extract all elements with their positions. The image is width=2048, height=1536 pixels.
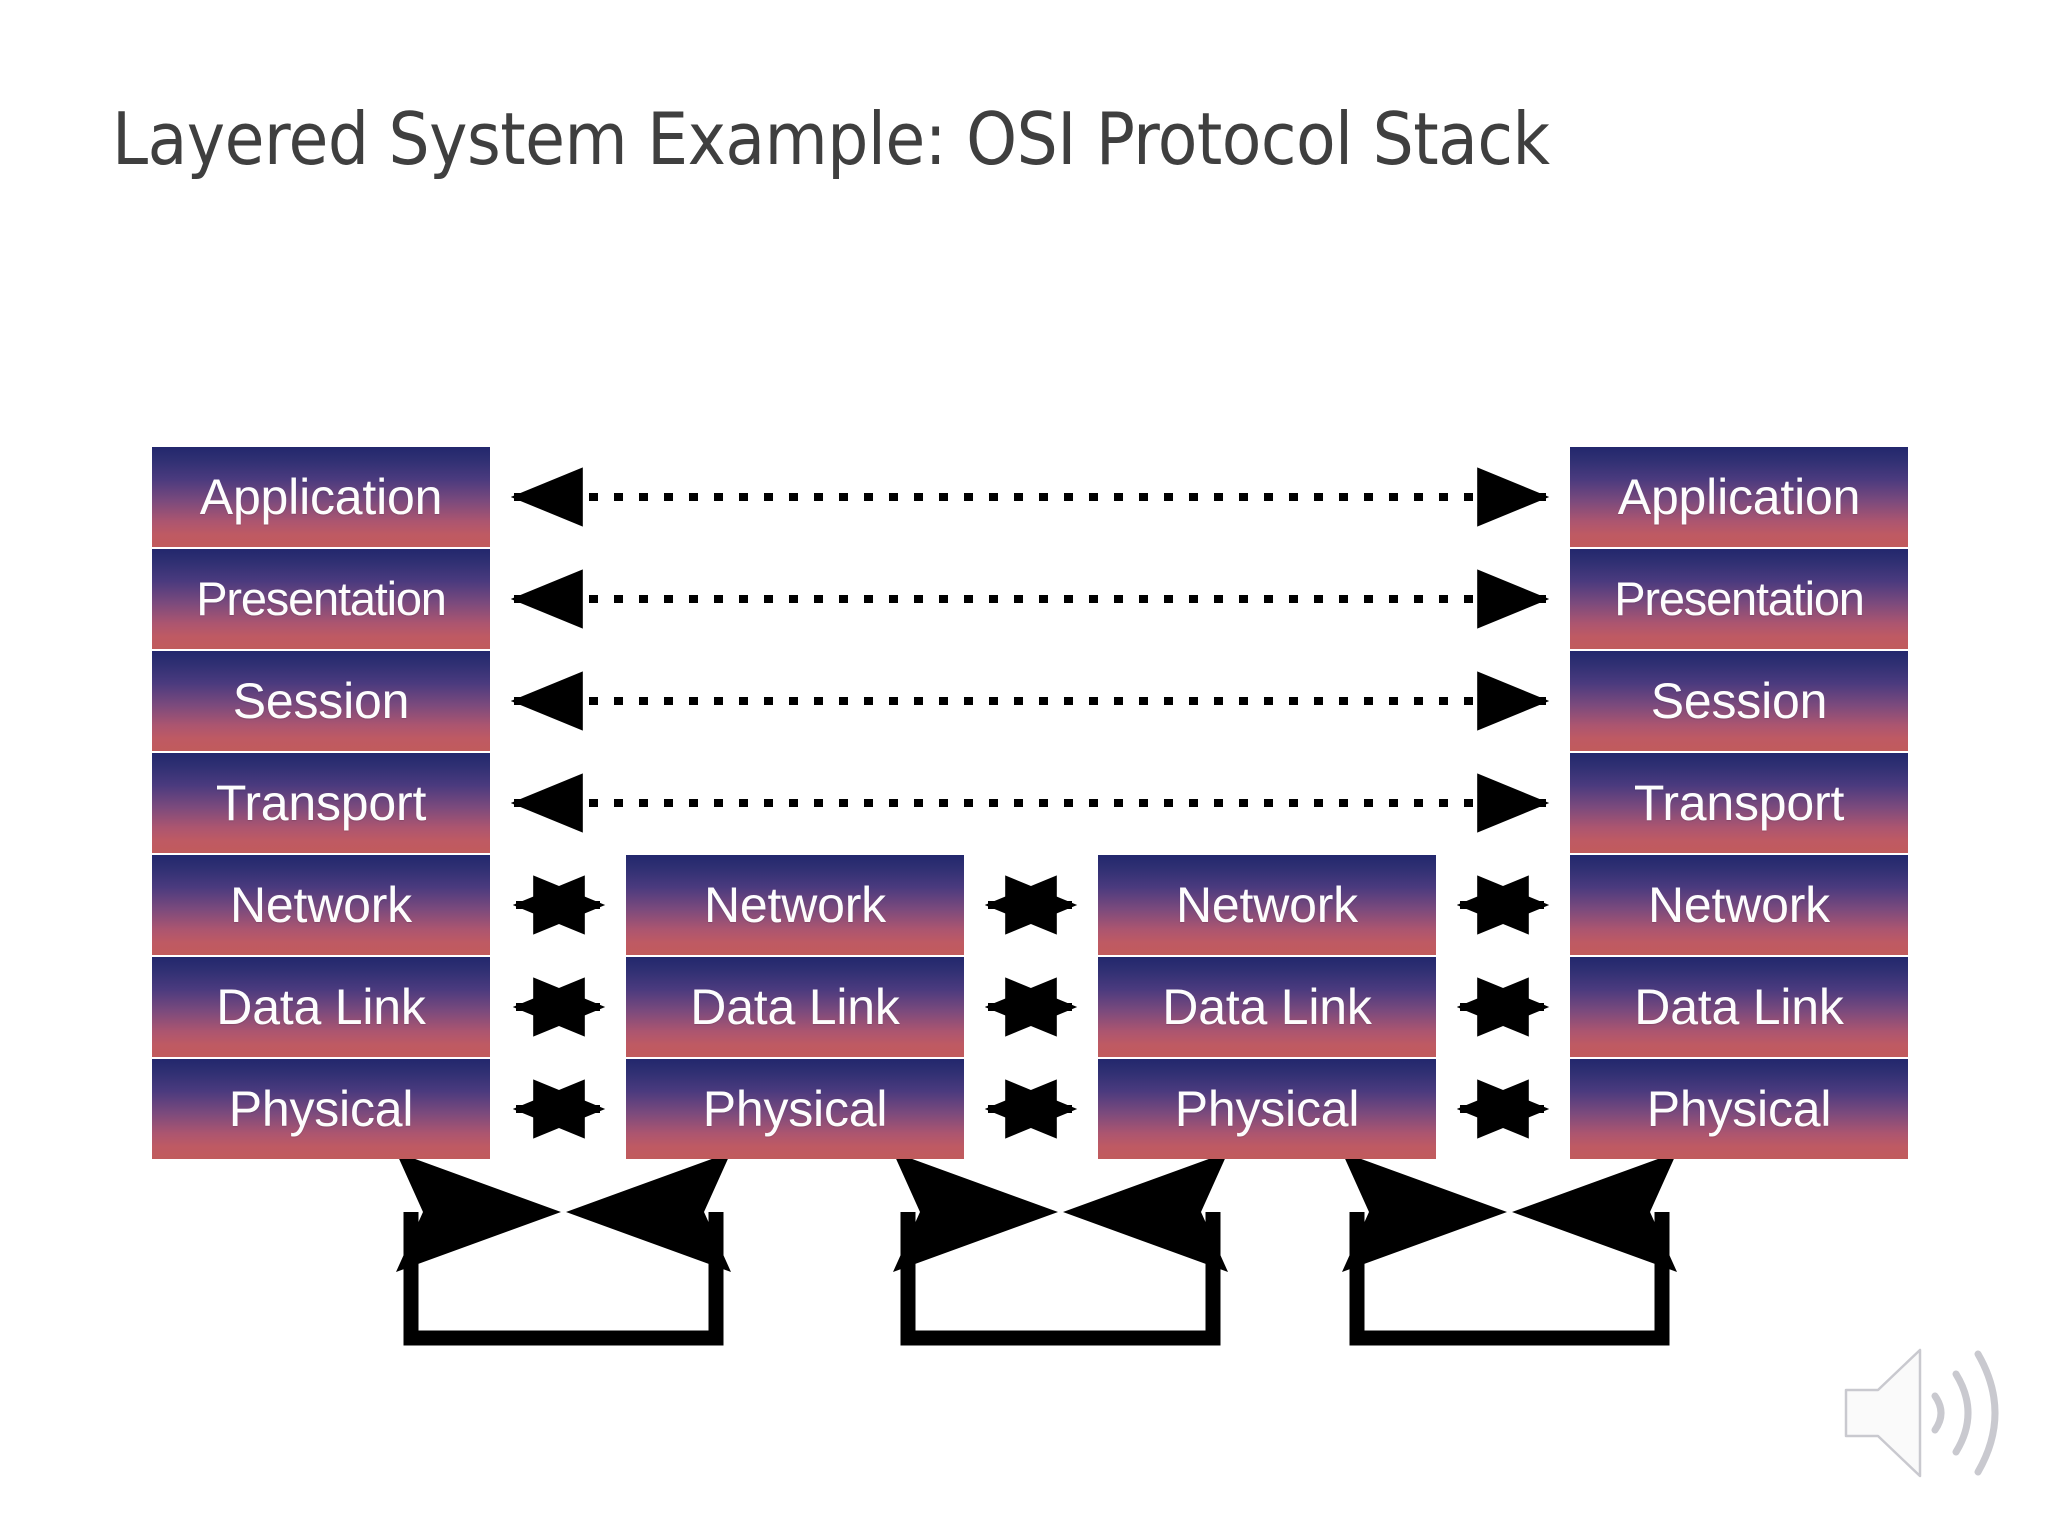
- layer-box-host-left-network[interactable]: Network: [152, 855, 490, 955]
- layer-box-router-2-data-link[interactable]: Data Link: [1098, 957, 1436, 1057]
- layer-box-host-left-session[interactable]: Session: [152, 651, 490, 751]
- physical-medium-link-2: [893, 1152, 1228, 1346]
- layer-box-host-right-physical[interactable]: Physical: [1570, 1059, 1908, 1159]
- layer-box-router-2-network[interactable]: Network: [1098, 855, 1436, 955]
- layer-label: Data Link: [690, 979, 900, 1035]
- layer-label: Data Link: [1634, 979, 1844, 1035]
- layer-label: Transport: [215, 775, 427, 831]
- layer-label: Application: [199, 469, 443, 525]
- layer-label: Physical: [1174, 1081, 1360, 1137]
- layer-label: Transport: [1633, 775, 1845, 831]
- layer-label: Session: [232, 673, 410, 729]
- layer-label: Physical: [1646, 1081, 1832, 1137]
- layer-box-host-left-data-link[interactable]: Data Link: [152, 957, 490, 1057]
- page-title: Layered System Example: OSI Protocol Sta…: [112, 97, 1550, 181]
- layer-box-host-left-presentation[interactable]: Presentation: [152, 549, 490, 649]
- layer-box-host-right-session[interactable]: Session: [1570, 651, 1908, 751]
- layer-box-host-right-network[interactable]: Network: [1570, 855, 1908, 955]
- layer-label: Physical: [228, 1081, 414, 1137]
- layer-label: Physical: [702, 1081, 888, 1137]
- layer-box-router-1-physical[interactable]: Physical: [626, 1059, 964, 1159]
- layer-label: Application: [1617, 469, 1861, 525]
- layer-label: Network: [230, 877, 412, 933]
- layer-label: Data Link: [216, 979, 426, 1035]
- physical-medium-link-3: [1342, 1152, 1677, 1346]
- layer-label: Network: [1176, 877, 1358, 933]
- layer-box-host-right-transport[interactable]: Transport: [1570, 753, 1908, 853]
- layer-label: Data Link: [1162, 979, 1372, 1035]
- layer-box-host-right-data-link[interactable]: Data Link: [1570, 957, 1908, 1057]
- layer-box-host-left-transport[interactable]: Transport: [152, 753, 490, 853]
- layer-label: Session: [1650, 673, 1828, 729]
- layer-box-host-left-physical[interactable]: Physical: [152, 1059, 490, 1159]
- physical-medium-link-1: [396, 1152, 731, 1346]
- layer-label: Presentation: [1614, 572, 1865, 625]
- layer-label: Presentation: [196, 572, 447, 625]
- layer-box-router-2-physical[interactable]: Physical: [1098, 1059, 1436, 1159]
- layer-box-host-right-application[interactable]: Application: [1570, 447, 1908, 547]
- layer-box-router-1-data-link[interactable]: Data Link: [626, 957, 964, 1057]
- speaker-audio-icon[interactable]: [1838, 1338, 2018, 1488]
- layer-box-host-right-presentation[interactable]: Presentation: [1570, 549, 1908, 649]
- layer-label: Network: [704, 877, 886, 933]
- layer-label: Network: [1648, 877, 1830, 933]
- layer-box-host-left-application[interactable]: Application: [152, 447, 490, 547]
- layer-box-router-1-network[interactable]: Network: [626, 855, 964, 955]
